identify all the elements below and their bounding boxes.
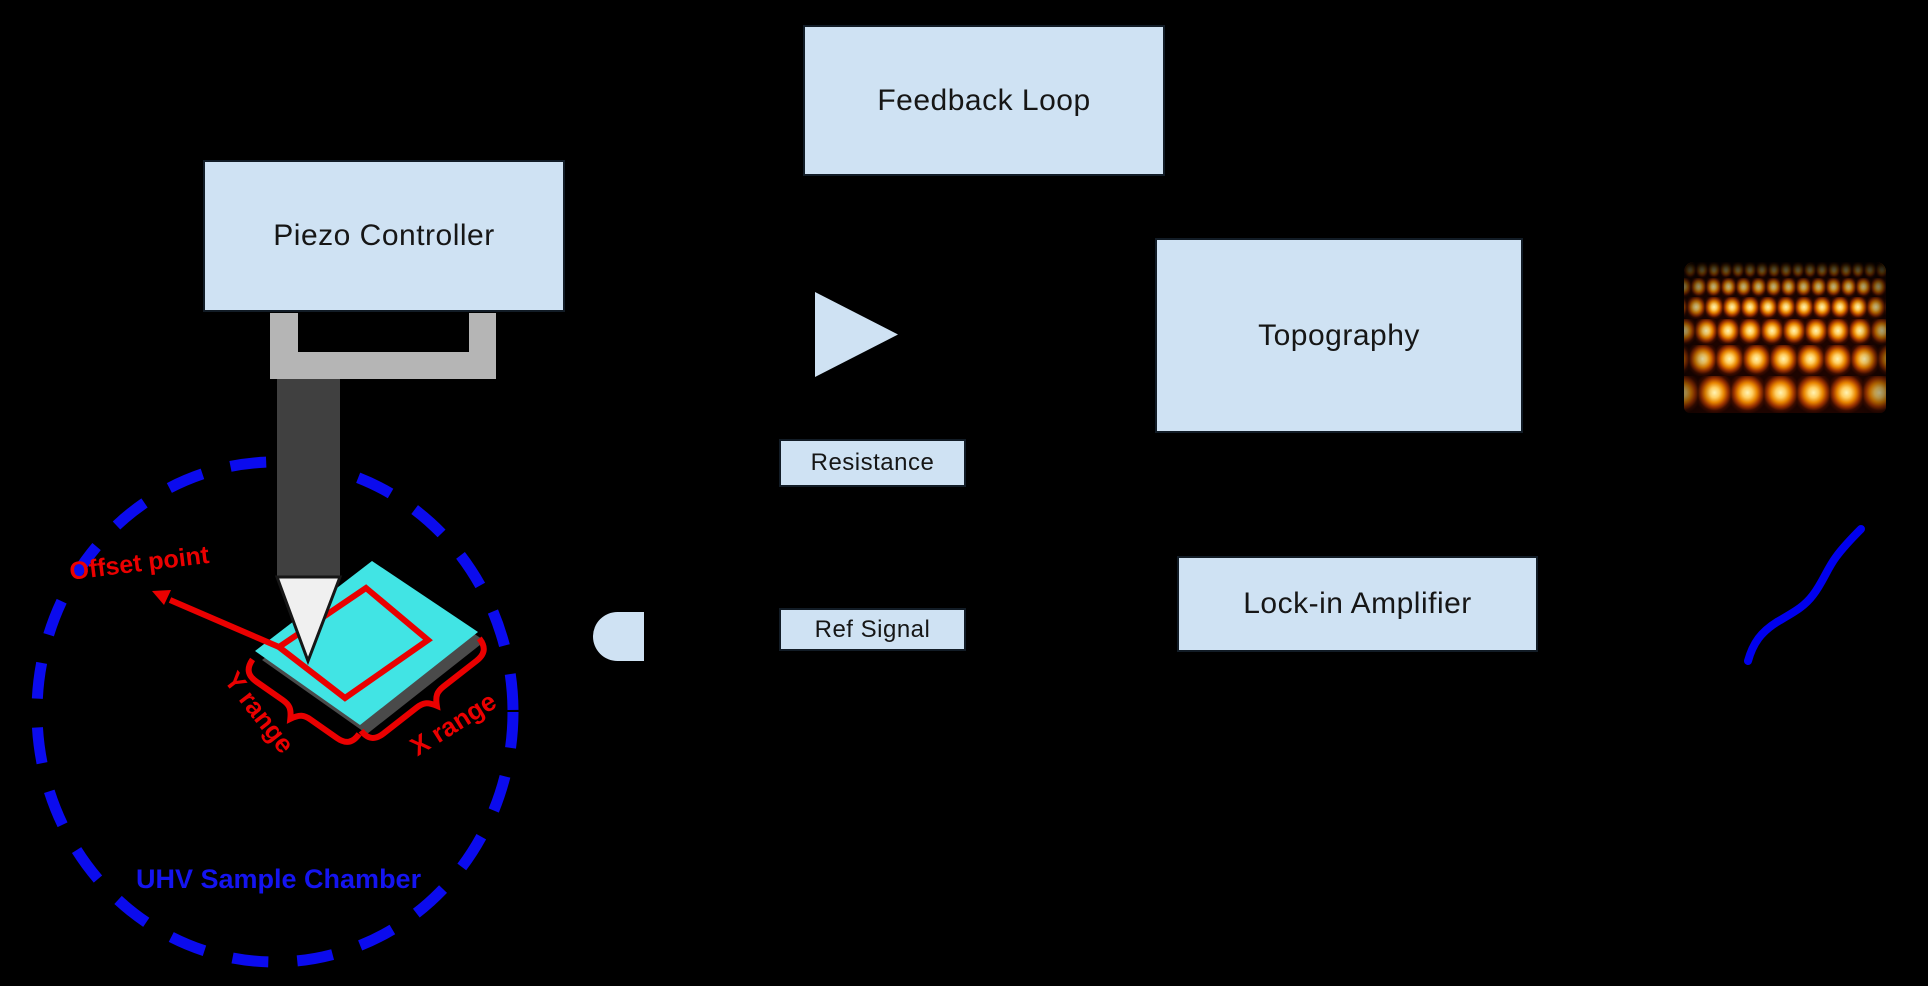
x-range-brace-icon [358, 636, 487, 741]
atom-row [1684, 345, 1886, 376]
stm-atomic-image [1684, 262, 1886, 413]
atom-row [1684, 262, 1886, 278]
offset-point-arrow-icon [152, 590, 281, 650]
piezo-controller-box: Piezo Controller [203, 160, 565, 312]
stm-tip-cone-icon [274, 575, 343, 666]
lock-in-amplifier-label: Lock-in Amplifier [1243, 587, 1472, 620]
atom-row [1684, 376, 1886, 413]
lock-in-amplifier-box: Lock-in Amplifier [1177, 556, 1538, 652]
atom-row [1684, 278, 1886, 297]
feedback-loop-box: Feedback Loop [803, 25, 1165, 176]
ref-signal-box: Ref Signal [779, 608, 966, 651]
uhv-sample-chamber-label: UHV Sample Chamber [136, 864, 422, 894]
atom-row [1684, 319, 1886, 345]
resistance-label: Resistance [810, 449, 935, 476]
topography-label: Topography [1258, 318, 1420, 352]
topography-box: Topography [1155, 238, 1523, 433]
feedback-loop-label: Feedback Loop [877, 83, 1091, 117]
uhv-chamber-dashed-circle-icon [31, 456, 519, 968]
iv-curve-icon [1744, 525, 1865, 665]
ref-signal-label: Ref Signal [814, 615, 931, 643]
atom-row [1684, 297, 1886, 319]
tip-rod-icon [277, 379, 340, 578]
y-range-brace-icon [245, 657, 362, 745]
piezo-bracket-icon [270, 313, 496, 379]
sample-wafer-icon [255, 561, 478, 725]
resistance-box: Resistance [779, 439, 966, 487]
piezo-controller-label: Piezo Controller [273, 219, 495, 252]
half-round-connector-icon [593, 612, 644, 661]
